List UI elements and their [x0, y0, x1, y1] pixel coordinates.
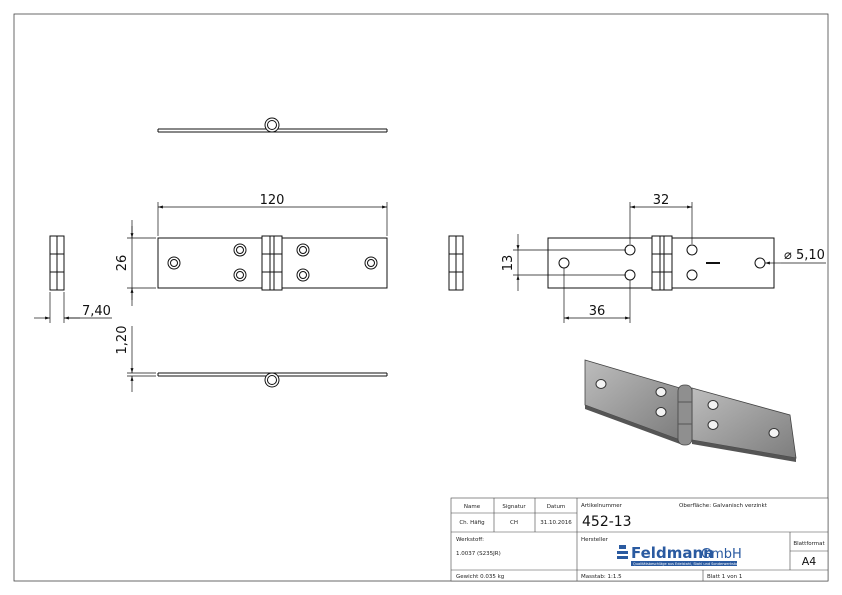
top-edge-view [157, 117, 388, 133]
tb-header-name: Name [464, 504, 481, 510]
tb-blatt: Blatt 1 von 1 [707, 574, 742, 580]
tb-signatur: CH [510, 520, 518, 526]
brand-tagline: Qualitätsbeschläge aus Edelstahl, Stahl … [633, 562, 744, 566]
tb-blattformat: A4 [802, 555, 817, 568]
feldmann-logo: Feldmann GmbH Qualitätsbeschläge aus Ede… [617, 544, 744, 566]
brand-name: Feldmann [631, 544, 714, 562]
bottom-edge-view [157, 372, 388, 388]
tb-blattformat-label: Blattformat [793, 541, 825, 547]
title-block [450, 497, 829, 582]
dimension-thickness-label: 1,20 [115, 326, 130, 355]
tb-header-signatur: Signatur [502, 504, 526, 510]
drawing-frame [13, 13, 829, 582]
brand-suffix: GmbH [701, 547, 742, 562]
right-front-view [547, 235, 775, 291]
middle-side-view [448, 235, 464, 291]
dimension-length-label: 120 [260, 193, 285, 208]
dimension-hole-diameter-label: ⌀ 5,10 [784, 248, 825, 263]
tb-gewicht: Gewicht 0.035 kg [456, 574, 504, 580]
feldmann-logo-mark [617, 545, 628, 559]
left-side-view [49, 235, 65, 291]
tb-name: Ch. Häfig [459, 520, 484, 526]
tb-artikelnummer: 452-13 [582, 514, 632, 530]
tb-datum: 31.10.2016 [540, 520, 572, 526]
tb-hersteller-label: Hersteller [581, 537, 609, 543]
tb-header-datum: Datum [547, 504, 566, 510]
front-view [157, 235, 388, 291]
tb-artikelnummer-label: Artikelnummer [581, 503, 623, 509]
brand-tagline-bar [631, 561, 737, 566]
tb-werkstoff: 1.0037 (S235JR) [456, 551, 501, 557]
dimension-hole-offset-label: 36 [589, 304, 606, 319]
dimension-height [127, 220, 156, 306]
dimension-side-thickness-label: 7,40 [82, 304, 111, 319]
tb-oberflaeche: Oberfläche: Galvanisch verzinkt [679, 503, 768, 509]
tb-werkstoff-label: Werkstoff: [456, 537, 484, 543]
dimension-thickness [127, 326, 156, 392]
dimension-hole-pitch [629, 202, 693, 244]
dimension-length [157, 202, 388, 236]
dimension-hole-vertical-label: 13 [501, 255, 516, 272]
isometric-hinge-view [584, 359, 797, 462]
dimension-hole-pitch-label: 32 [653, 193, 670, 208]
dimension-hole-vertical [513, 234, 626, 291]
dimension-side-thickness [34, 292, 112, 323]
dimension-hole-offset [563, 268, 631, 323]
dimension-height-label: 26 [115, 255, 130, 272]
tb-massstab: Masstab: 1:1.5 [581, 574, 622, 580]
